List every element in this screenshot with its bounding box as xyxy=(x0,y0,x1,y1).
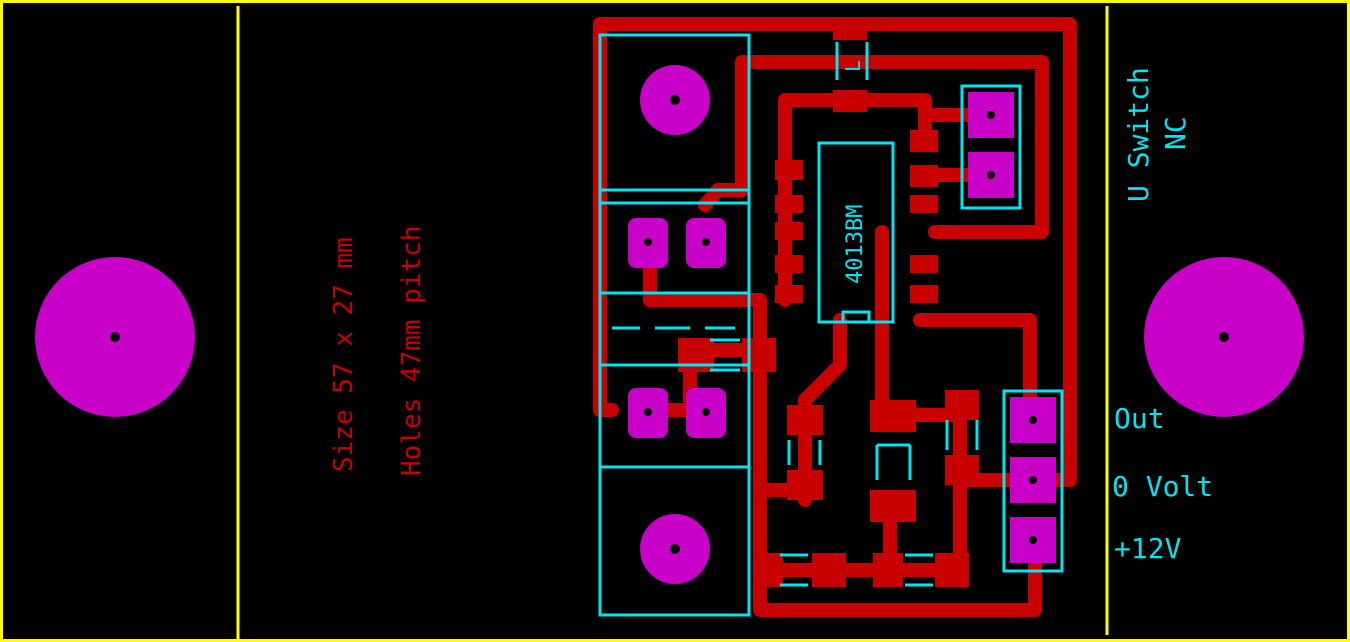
smd-pad-icon xyxy=(945,455,979,485)
smd-pad-icon xyxy=(910,255,938,273)
smd-pad-icon xyxy=(678,338,714,372)
terminal-block-outline xyxy=(598,33,751,617)
smd-pad-icon xyxy=(873,553,903,587)
board-size-note: Size 57 x 27 mm xyxy=(329,237,359,472)
smd-pad-icon xyxy=(833,18,867,40)
smd-pad-icon xyxy=(787,470,823,500)
smd-pad-icon xyxy=(935,553,969,587)
smd-pad-icon xyxy=(910,195,938,213)
smd-pad-icon xyxy=(945,390,979,420)
ic-label: 4013BM xyxy=(843,205,868,284)
holes-pitch-note: Holes 47mm pitch xyxy=(397,226,427,476)
smd-pad-icon xyxy=(910,165,938,187)
header-outline-top xyxy=(960,84,1022,210)
smd-pad-icon xyxy=(787,405,823,435)
smd-pad-icon xyxy=(870,490,916,522)
smd-pad-icon xyxy=(910,130,938,152)
smd-pad-icon xyxy=(775,195,803,213)
mounting-hole-right xyxy=(1144,257,1304,417)
smd-pad-icon xyxy=(812,553,846,587)
smd-pad-icon xyxy=(775,160,803,180)
connector-out-label: Out xyxy=(1114,402,1165,435)
smd-pad-icon xyxy=(870,400,916,432)
switch-sub-label: NC xyxy=(1159,116,1192,150)
connector-12v-label: +12V xyxy=(1114,532,1182,565)
smd-pad-icon xyxy=(775,285,803,303)
smd-pads xyxy=(678,18,979,587)
smd-pad-icon xyxy=(742,338,776,372)
header-outline-bottom xyxy=(1002,389,1064,573)
drill-holes xyxy=(644,95,1037,554)
connector-0v-label: 0 Volt xyxy=(1112,470,1213,503)
mounting-hole-left xyxy=(35,257,195,417)
smd-pad-icon xyxy=(910,285,938,303)
smd-pad-icon xyxy=(833,90,867,112)
inductor-label: L xyxy=(841,60,865,72)
switch-label: U Switch xyxy=(1122,67,1155,202)
smd-pad-icon xyxy=(755,553,783,587)
smd-pad-icon xyxy=(775,222,803,240)
silkscreen xyxy=(598,33,1064,617)
smd-pad-icon xyxy=(775,255,803,273)
